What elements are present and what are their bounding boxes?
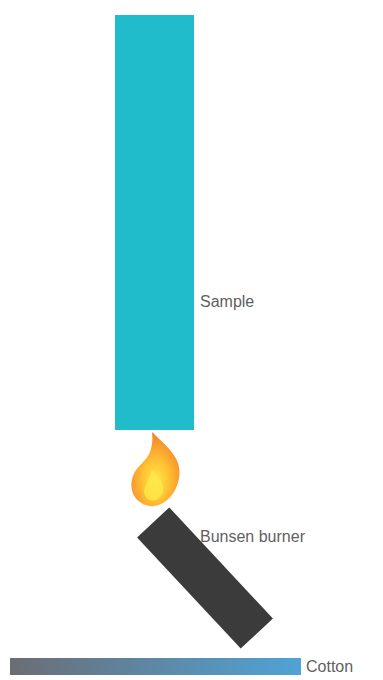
part-label: Bunsen burner bbox=[200, 527, 305, 546]
flame-core bbox=[144, 470, 163, 500]
flame bbox=[131, 432, 179, 506]
cotton-bar bbox=[10, 658, 301, 675]
part-label: Cotton bbox=[306, 657, 353, 676]
part-label: Sample bbox=[200, 292, 254, 311]
sample-strip bbox=[115, 15, 194, 430]
